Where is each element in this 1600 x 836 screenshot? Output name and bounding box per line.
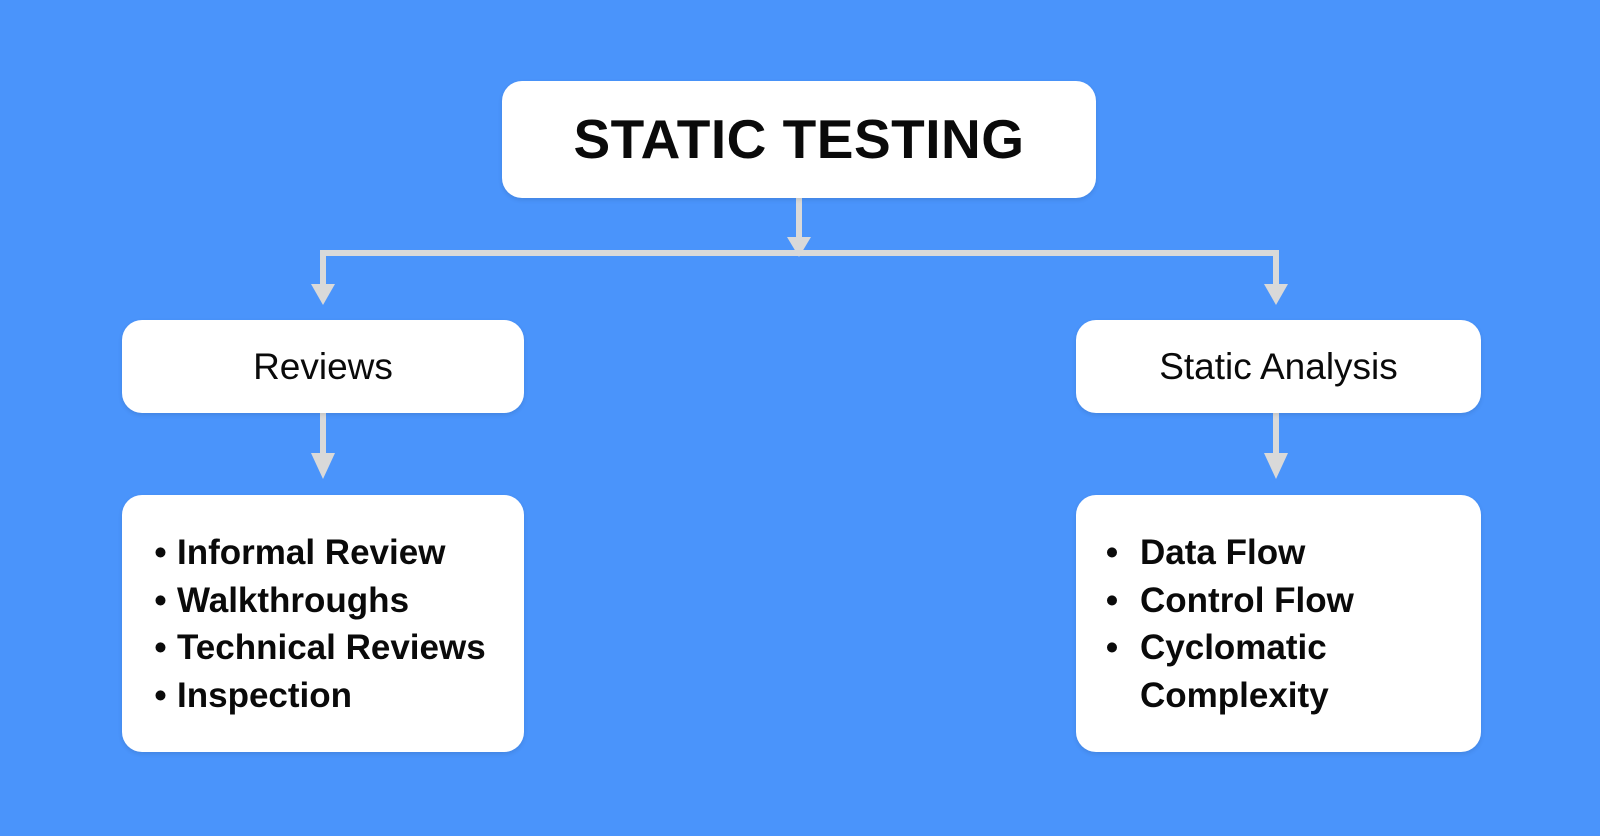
connector-root-to-split	[787, 197, 811, 257]
node-reviews[interactable]: Reviews	[122, 320, 524, 413]
bullet-icon: •	[1105, 628, 1119, 668]
bullet-icon: •	[154, 533, 167, 572]
node-static-testing-label: STATIC TESTING	[573, 108, 1025, 170]
list-item: • Walkthroughs	[122, 577, 524, 625]
list-item: • Informal Review	[122, 529, 524, 577]
list-item-label: Walkthroughs	[177, 580, 410, 620]
connector-split-to-reviews	[311, 250, 335, 305]
list-item-label: Data Flow	[1140, 533, 1306, 572]
node-static-analysis-label: Static Analysis	[1159, 346, 1398, 387]
bullet-icon: •	[154, 628, 167, 668]
connector-reviews-to-list	[311, 412, 335, 479]
bullet-icon: •	[154, 675, 167, 715]
list-item-label: Informal Review	[177, 533, 446, 572]
list-item-label: Technical Reviews	[177, 628, 486, 668]
list-item: • Inspection	[122, 672, 524, 720]
bullet-icon: •	[1105, 533, 1119, 572]
list-item: • Cyclomatic Complexity	[1076, 624, 1481, 719]
list-item: • Control Flow	[1076, 577, 1481, 625]
list-item: • Technical Reviews	[122, 624, 524, 672]
node-reviews-list[interactable]: • Informal Review • Walkthroughs • Techn…	[122, 495, 524, 752]
list-item-label: Inspection	[177, 675, 353, 715]
bullet-icon: •	[1105, 580, 1119, 620]
list-item-label: Cyclomatic Complexity	[1140, 628, 1329, 715]
node-static-analysis[interactable]: Static Analysis	[1076, 320, 1481, 413]
bullet-icon: •	[154, 580, 167, 620]
connector-split-to-static-analysis	[1264, 250, 1288, 305]
static-analysis-bullet-list: • Data Flow • Control Flow • Cyclomatic …	[1076, 529, 1481, 719]
connector-static-analysis-to-list	[1264, 412, 1288, 479]
node-reviews-label: Reviews	[253, 346, 393, 387]
node-static-analysis-list[interactable]: • Data Flow • Control Flow • Cyclomatic …	[1076, 495, 1481, 752]
list-item-label: Control Flow	[1140, 580, 1354, 620]
connector-split-bar	[320, 250, 1279, 256]
node-static-testing[interactable]: STATIC TESTING	[502, 81, 1096, 198]
reviews-bullet-list: • Informal Review • Walkthroughs • Techn…	[122, 529, 524, 719]
list-item: • Data Flow	[1076, 529, 1481, 577]
